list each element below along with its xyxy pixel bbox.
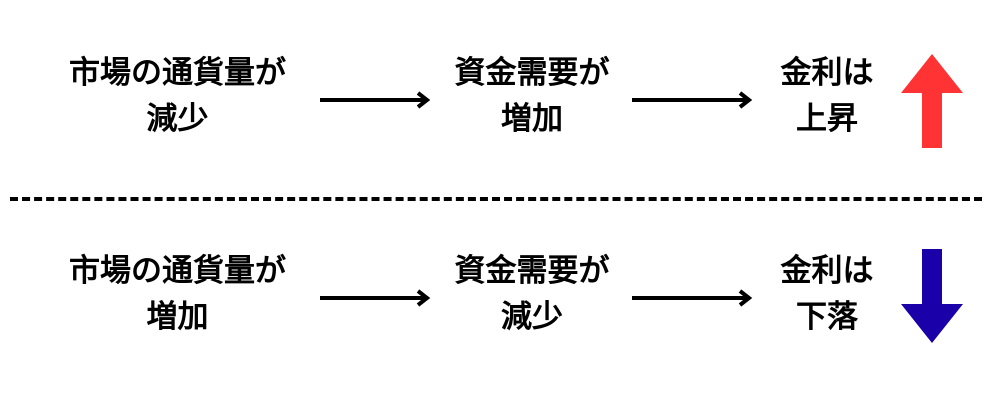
- cause-line-2: 減少: [146, 101, 209, 137]
- cause-text: 市場の通貨量が 減少: [40, 50, 315, 142]
- effect-line-2: 減少: [501, 299, 563, 335]
- arrow-up-icon: [901, 54, 963, 148]
- effect-line-2: 増加: [501, 101, 563, 137]
- dashed-divider: [10, 197, 982, 201]
- flow-arrow-icon: [320, 289, 431, 307]
- result-text: 金利は 下落: [762, 248, 892, 340]
- flow-arrow-icon: [632, 91, 753, 109]
- effect-text: 資金需要が 減少: [432, 248, 632, 340]
- cause-text: 市場の通貨量が 増加: [40, 248, 315, 340]
- effect-line-1: 資金需要が: [454, 55, 610, 91]
- result-text: 金利は 上昇: [762, 50, 892, 142]
- cause-line-2: 増加: [146, 299, 209, 335]
- result-line-2: 上昇: [796, 101, 858, 137]
- flow-arrow-icon: [320, 91, 431, 109]
- flow-arrow-icon: [632, 289, 753, 307]
- result-line-1: 金利は: [780, 55, 874, 91]
- result-line-2: 下落: [796, 299, 858, 335]
- cause-line-1: 市場の通貨量が: [69, 253, 286, 289]
- effect-line-1: 資金需要が: [454, 253, 610, 289]
- effect-text: 資金需要が 増加: [432, 50, 632, 142]
- cause-line-1: 市場の通貨量が: [69, 55, 286, 91]
- arrow-down-icon: [901, 249, 963, 343]
- result-line-1: 金利は: [780, 253, 874, 289]
